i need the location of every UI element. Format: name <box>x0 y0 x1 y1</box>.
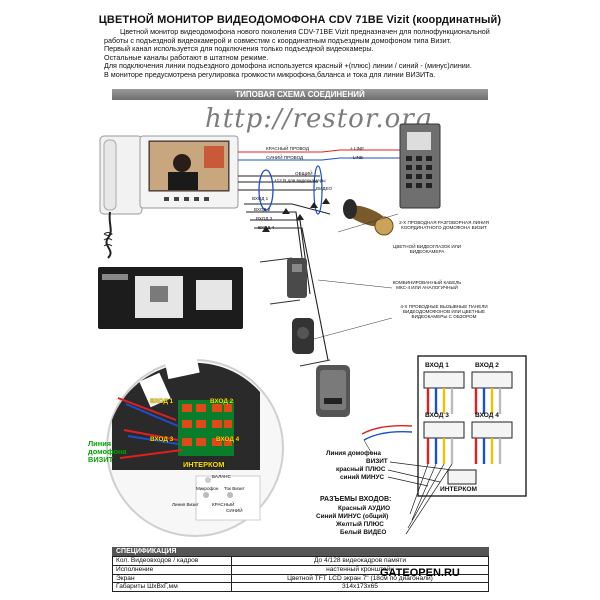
connectors-title: РАЗЪЕМЫ ВХОДОВ: <box>320 496 392 503</box>
spec-key: Кол. Видеовходов / кадров <box>112 556 232 566</box>
document-title: ЦВЕТНОЙ МОНИТОР ВИДЕОДОМОФОНА CDV 71BE V… <box>98 14 502 26</box>
keypad-panel <box>399 123 441 209</box>
block-input-3: ВХОД 3 <box>425 412 449 419</box>
callout-peephole: ЦВЕТНОЙ ВИДЕОГЛАЗОК ИЛИ ВИДЕОКАМЕРА <box>392 244 462 254</box>
intro-line: Для подключения линии подъездного домофо… <box>104 61 472 71</box>
intro-line: работы с подъездной видеокамерой и совме… <box>104 35 452 45</box>
spec-key: Габариты ШхВхГ,мм <box>112 582 232 593</box>
board-current: Ток Визит <box>224 486 245 491</box>
board-blue: СИНИЙ <box>226 508 243 513</box>
connector-audio: Красный АУДИО <box>338 505 391 512</box>
board-intercom-line: Линия домофона ВИЗИТ <box>88 439 127 464</box>
board-input-1: ВХОД 1 <box>150 398 174 405</box>
block-intercom: ИНТЕРКОМ <box>440 486 477 493</box>
line-visit: ВИЗИТ <box>366 458 388 465</box>
label-minus-line: - LINE <box>350 155 364 160</box>
board-input-3: ВХОД 3 <box>150 436 174 443</box>
spec-table: Кол. Видеовходов / кадров До 4/128 видео… <box>112 556 489 593</box>
intro-line: Цветной монитор видеодомофона нового пок… <box>120 27 490 36</box>
label-red-wire: КРАСНЫЙ ПРОВОД <box>266 146 310 151</box>
label-input-1: ВХОД 1 <box>252 196 269 201</box>
label-common: ОБЩИЙ <box>295 171 313 176</box>
board-input-4: ВХОД 4 <box>216 436 240 443</box>
line-plus: красный ПЛЮС <box>336 466 386 473</box>
connector-block <box>417 355 527 497</box>
intro-line: В мониторе предусмотрена регулировка гро… <box>104 69 436 79</box>
watermark: http://restor.org <box>205 104 433 134</box>
block-input-1: ВХОД 1 <box>425 362 449 369</box>
board-balance: БАЛАНС <box>212 474 231 479</box>
table-row: Кол. Видеовходов / кадров До 4/128 видео… <box>112 556 489 566</box>
spec-heading: СПЕЦИФИКАЦИЯ <box>112 547 489 556</box>
label-blue-wire: СИНИЙ ПРОВОД <box>266 155 304 160</box>
label-input-3: ВХОД 3 <box>256 216 273 221</box>
board-closeup <box>106 352 284 537</box>
spec-key: Исполнение <box>112 564 232 575</box>
callout-two-wire: 2-Х ПРОВОДНАЯ РАЗГОВОРНАЯ ЛИНИЯ КООРДИНА… <box>399 220 489 230</box>
callout-four-wire: 4-Х ПРОВОДНЫЕ ВЫЗЫВНЫЕ ПАНЕЛИ ВИДЕОДОМОФ… <box>400 304 488 319</box>
section-heading: ТИПОВАЯ СХЕМА СОЕДИНЕНИЙ <box>112 89 488 100</box>
monitor-unit <box>99 135 239 215</box>
board-mic: Микрофон <box>196 486 219 491</box>
intro-text: Цветной монитор видеодомофона нового пок… <box>104 27 534 80</box>
connector-minus: Синий МИНУС (общий) <box>316 513 389 520</box>
label-plus-line: + LINE <box>350 146 365 151</box>
board-input-2: ВХОД 2 <box>210 398 234 405</box>
label-input-4: ВХОД 4 <box>258 225 275 230</box>
board-red: КРАСНЫЙ <box>212 502 235 507</box>
label-input-2: ВХОД 2 <box>254 207 271 212</box>
line-caption: Линия домофона <box>326 450 381 457</box>
line-minus: синий МИНУС <box>340 474 385 481</box>
monitor-rear <box>98 267 243 329</box>
intro-line: Остальные каналы работают в штатном режи… <box>104 52 269 62</box>
video-peephole <box>343 199 394 236</box>
spec-value: 314х173х65 <box>231 582 489 593</box>
board-intercom: ИНТЕРКОМ <box>183 460 225 469</box>
call-panels <box>287 258 350 417</box>
brand-watermark: GATEOPEN.RU <box>380 567 460 579</box>
block-input-2: ВХОД 2 <box>475 362 499 369</box>
label-plus12: +12 В для видеокамеры <box>274 178 326 183</box>
table-row: Габариты ШхВхГ,мм 314х173х65 <box>112 582 489 593</box>
spec-key: Экран <box>112 573 232 584</box>
spec-value: До 4/128 видеокадров памяти <box>231 556 489 566</box>
connector-plus: Желтый ПЛЮС <box>336 521 384 528</box>
connector-video: Белый ВИДЕО <box>340 529 387 536</box>
intro-line: Первый канал используется для подключени… <box>104 44 374 54</box>
label-video: ВИДЕО <box>316 186 333 191</box>
board-visit-line: Линия Визит <box>172 502 199 507</box>
callout-combined-cable: КОМБИНИРОВАННЫЙ КАБЕЛЬ МКС-4 ИЛИ АНАЛОГИ… <box>392 280 462 290</box>
block-input-4: ВХОД 4 <box>475 412 499 419</box>
